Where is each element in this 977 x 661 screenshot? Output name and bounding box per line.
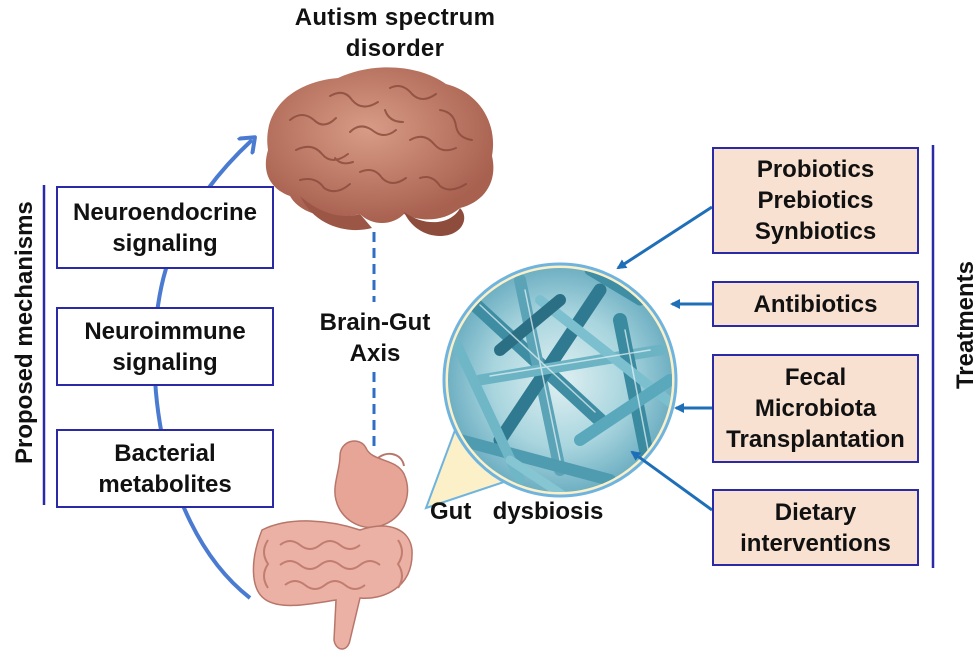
brain-gut-axis-label: Brain-Gut Axis xyxy=(295,307,455,369)
diagram-title: Autism spectrum disorder xyxy=(230,2,560,64)
mechanism-box-neuroendocrine: Neuroendocrine signaling xyxy=(56,186,274,269)
treatment-line: interventions xyxy=(740,529,891,557)
treatment-line: Synbiotics xyxy=(754,218,877,245)
treatment-line: Antibiotics xyxy=(753,290,878,318)
treatment-box-dietary: Dietary interventions xyxy=(712,489,919,566)
treatment-line: Microbiota xyxy=(754,395,877,422)
mechanism-box-neuroimmune: Neuroimmune signaling xyxy=(56,307,274,386)
proposed-mechanisms-label: Proposed mechanisms xyxy=(11,201,38,464)
treatment-line: Transplantation xyxy=(726,426,905,453)
title-line-1: Autism spectrum xyxy=(294,4,496,31)
mechanism-box-bacterial-metabolites: Bacterial metabolites xyxy=(56,429,274,508)
bacteria-microscopy-image xyxy=(442,262,678,498)
mechanism-line: metabolites xyxy=(98,470,232,498)
treatment-box-probiotics: Probiotics Prebiotics Synbiotics xyxy=(712,147,919,254)
title-line-2: disorder xyxy=(345,35,445,62)
digestive-tract-illustration xyxy=(252,440,413,650)
arrow-probiotics xyxy=(616,205,713,270)
gut-dysbiosis-label: Gut dysbiosis xyxy=(430,498,604,525)
treatment-line: Fecal xyxy=(784,364,847,391)
treatment-line: Probiotics xyxy=(756,156,875,183)
brain-illustration xyxy=(265,67,494,236)
treatment-box-fmt: Fecal Microbiota Transplantation xyxy=(712,354,919,463)
treatments-label: Treatments xyxy=(952,260,977,390)
mechanism-line: Neuroimmune xyxy=(84,317,246,345)
mechanism-line: Bacterial xyxy=(114,439,216,467)
mechanism-line: Neuroendocrine xyxy=(72,198,258,226)
arrow-dietary xyxy=(630,450,713,512)
axis-label-line-1: Brain-Gut xyxy=(319,309,431,336)
axis-label-line-2: Axis xyxy=(349,340,401,367)
gut-to-brain-curved-arrow xyxy=(152,140,252,600)
treatment-box-antibiotics: Antibiotics xyxy=(712,281,919,327)
treatment-line: Prebiotics xyxy=(757,187,874,214)
mechanism-line: signaling xyxy=(112,229,218,257)
mechanism-line: signaling xyxy=(112,348,218,376)
treatment-line: Dietary xyxy=(774,498,857,526)
